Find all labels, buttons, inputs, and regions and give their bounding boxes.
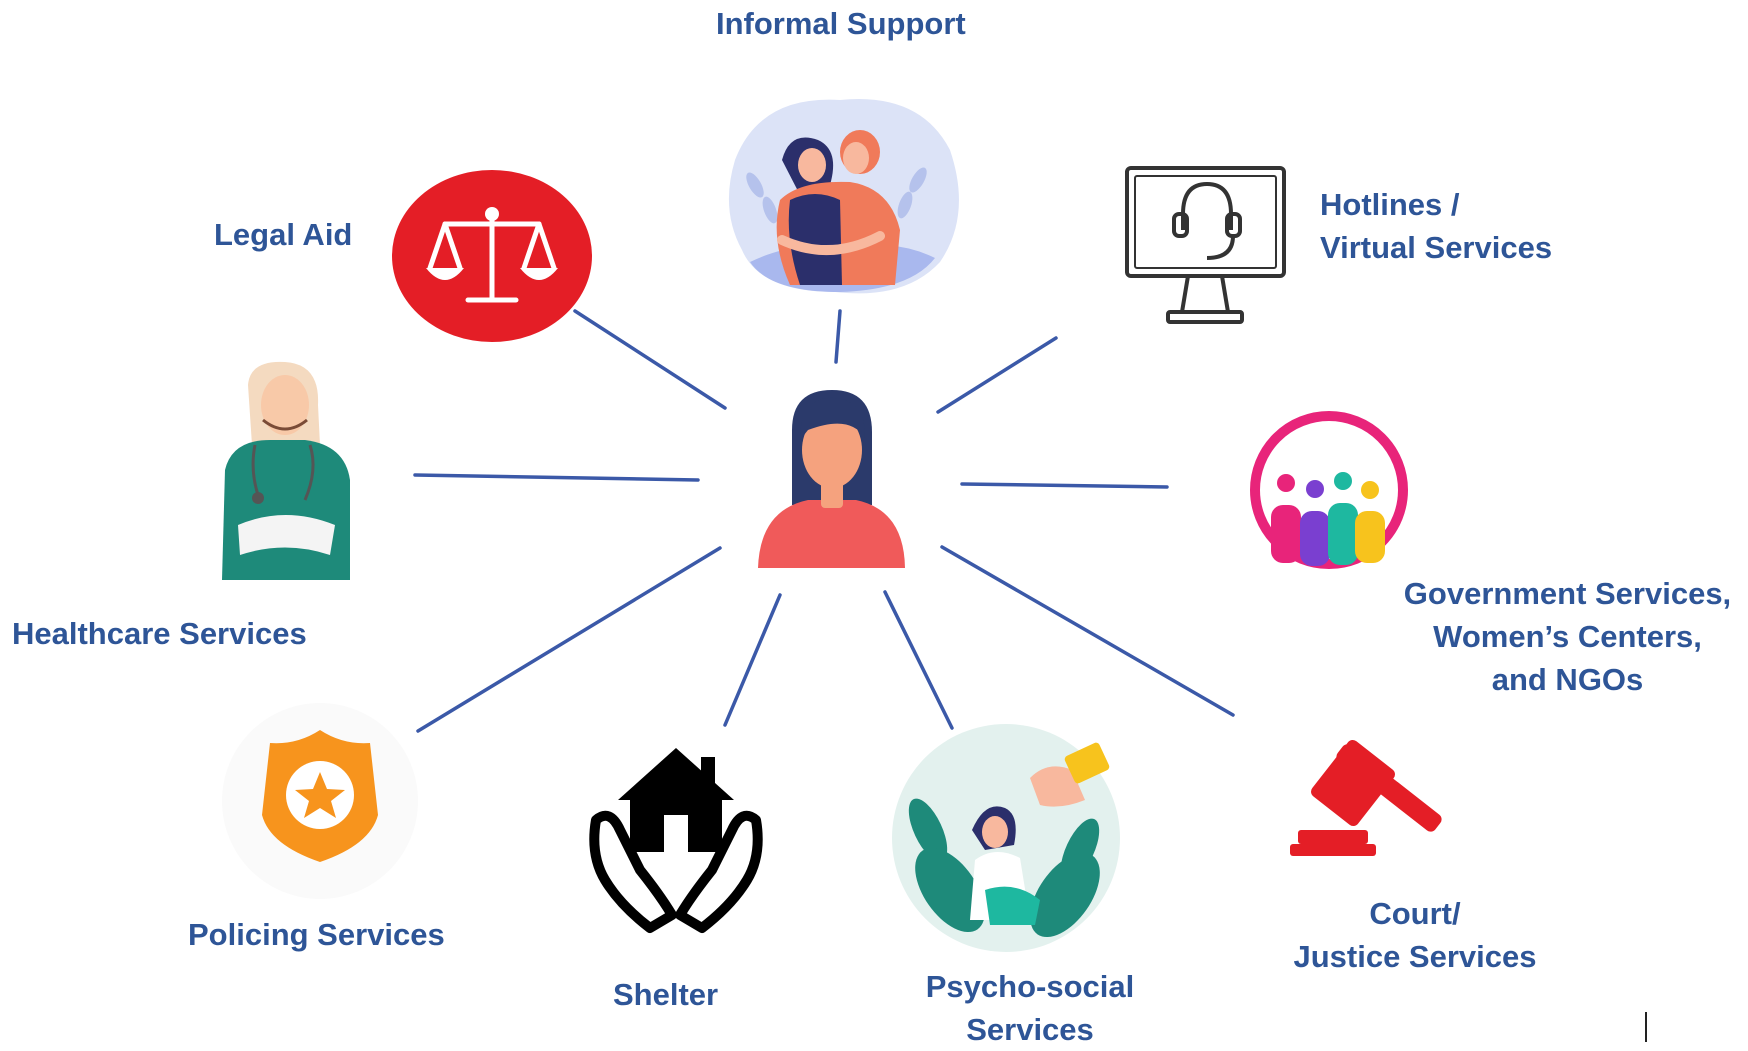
connector-psychosocial: [883, 590, 954, 730]
gavel-icon: [1290, 739, 1442, 856]
hotlines-label-line-1: Hotlines /: [1320, 187, 1460, 222]
hotlines-label: Hotlines / Virtual Services: [1320, 183, 1552, 269]
court-label: Court/ Justice Services: [1290, 892, 1540, 978]
policing-label: Policing Services: [188, 917, 445, 952]
connector-government: [960, 482, 1169, 489]
court-label-line-2: Justice Services: [1293, 939, 1537, 974]
community-people-icon: [1250, 411, 1408, 569]
connector-policing: [416, 546, 722, 733]
connector-legal-aid: [573, 309, 727, 410]
government-label-line-3: and NGOs: [1491, 662, 1644, 697]
house-in-hands-icon: [589, 748, 763, 933]
hotlines-label-line-2: Virtual Services: [1320, 230, 1553, 265]
government-label: Government Services, Women’s Centers, an…: [1395, 572, 1740, 701]
court-label-line-1: Court/: [1369, 896, 1461, 931]
connector-shelter: [723, 593, 782, 727]
scales-of-justice-icon: [392, 170, 592, 342]
legal-aid-label: Legal Aid: [214, 217, 353, 252]
police-badge-icon: [222, 703, 418, 899]
headset-monitor-icon: [1125, 166, 1286, 324]
government-label-line-2: Women’s Centers,: [1433, 619, 1702, 654]
connectors: [413, 309, 1235, 733]
psychosocial-label-line-2: Services: [966, 1012, 1094, 1047]
connector-informal-support: [834, 309, 842, 364]
connector-healthcare: [413, 473, 700, 482]
healthcare-label: Healthcare Services: [12, 616, 307, 651]
hugging-women-icon: [728, 99, 959, 294]
informal-support-label: Informal Support: [716, 6, 966, 41]
woman-avatar-icon: [758, 390, 905, 568]
connector-court: [940, 545, 1235, 717]
text-cursor-mark: [1645, 1012, 1647, 1042]
psychosocial-label-line-1: Psycho-social: [925, 969, 1135, 1004]
shelter-label: Shelter: [613, 977, 719, 1012]
connector-hotlines: [936, 336, 1058, 414]
psychosocial-label: Psycho-social Services: [925, 965, 1135, 1051]
helping-hand-icon: [892, 724, 1120, 952]
doctor-icon: [222, 361, 350, 580]
government-label-line-1: Government Services,: [1403, 576, 1732, 611]
